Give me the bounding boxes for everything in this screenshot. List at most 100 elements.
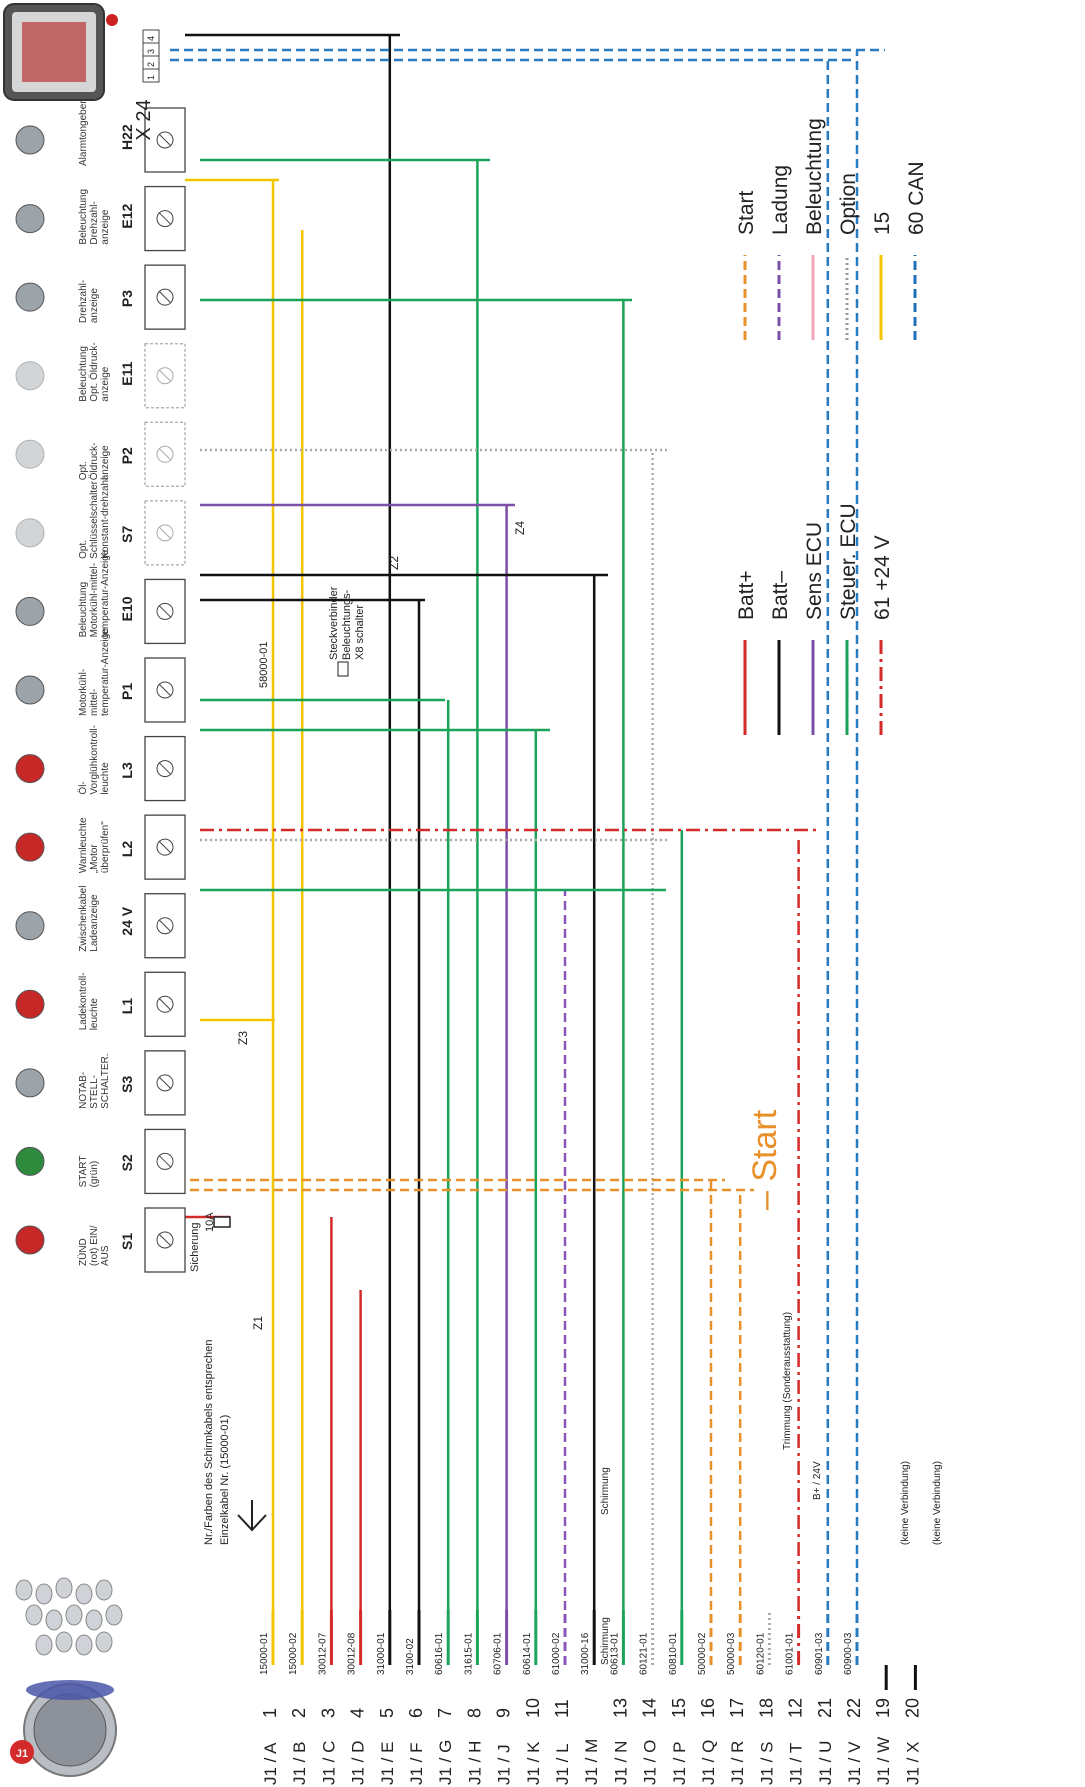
pin-label: J1 / K (524, 1741, 543, 1785)
pin-label: J1 / V (845, 1741, 864, 1785)
component-label: ZÜND (77, 1238, 89, 1266)
pin-label: J1 / N (611, 1741, 630, 1785)
component-label: Beleuchtung (78, 189, 89, 245)
component-label: anzeige (100, 445, 111, 480)
connector-j1-icon (10, 1680, 116, 1776)
component-label: anzeige (100, 209, 111, 244)
legend-label: Beleuchtung (803, 118, 826, 235)
pin-number: 17 (727, 1698, 747, 1718)
component-code: P2 (119, 447, 135, 464)
legend-label: Batt+ (735, 570, 758, 620)
component-label: Drehzahl- (78, 280, 89, 323)
component-label: Konstant-drehzahl (100, 478, 111, 559)
pin-number: 22 (844, 1698, 864, 1718)
lamp-red-icon (16, 833, 44, 861)
component-s3: S3NOTAB-STELL-SCHALTER. (16, 1051, 185, 1115)
pin-label: J1 / C (319, 1741, 338, 1785)
note-schirmung-b: Schirmung (600, 1617, 611, 1665)
component-code: P1 (119, 683, 135, 700)
component-label: START (78, 1156, 89, 1188)
lamp-red-icon (16, 990, 44, 1018)
buzzer-icon (16, 126, 44, 154)
pin-number: 15 (669, 1698, 689, 1718)
bulb-icon (16, 205, 44, 233)
component-label: (rot) EIN/ (89, 1225, 100, 1266)
stecker-label-1: Steckverbinder (328, 586, 340, 660)
header-note-1: Nr./Farben des Schirmkabels entsprechen (203, 1340, 215, 1545)
note-keine-2: (keine Verbindung) (932, 1461, 943, 1545)
component-label: Ladeanzeige (89, 894, 100, 952)
component-code: L3 (119, 762, 135, 779)
component-label: Motorkühl- (78, 669, 89, 716)
pin-number: 21 (815, 1698, 835, 1718)
pin-number: 20 (902, 1698, 922, 1718)
pin-number: 9 (494, 1708, 514, 1718)
component-24-v: 24 VZwischenkabelLadeanzeige (16, 886, 185, 958)
wire-code: 30012-08 (347, 1632, 358, 1675)
wire-code: 50000-03 (726, 1632, 737, 1675)
wire-code: 61000-02 (551, 1632, 562, 1675)
component-h22: H22Alarmtongeber (16, 100, 185, 172)
component-code: E10 (119, 596, 135, 621)
component-code: E12 (119, 203, 135, 228)
pin-number: 8 (464, 1708, 484, 1718)
wire-code: 31615-01 (463, 1632, 474, 1675)
note-trimmung: Trimmung (Sonderausstattung) (782, 1312, 793, 1450)
component-label: Drehzahl- (89, 201, 100, 244)
component-code: E11 (119, 361, 135, 385)
component-p3: P3Drehzahl-anzeige (16, 265, 185, 329)
pin-label: J1 / U (816, 1741, 835, 1785)
arrow-down-icon (238, 1500, 266, 1530)
component-code: S2 (119, 1154, 135, 1171)
component-label: Beleuchtung (78, 346, 89, 402)
junction-z1: Z1 (251, 1316, 265, 1330)
wire-code: 60121-01 (639, 1632, 650, 1675)
pin-label: J1 / F (407, 1742, 426, 1785)
pin-number: 4 (348, 1708, 368, 1718)
component-s1: S1ZÜND(rot) EIN/AUS (16, 1208, 185, 1272)
x24-pin-3: 3 (146, 49, 156, 54)
bulb-icon (16, 597, 44, 625)
legend-label: 15 (871, 212, 894, 235)
x24-pin-1: 1 (146, 75, 156, 80)
pin-number: 18 (756, 1698, 776, 1718)
note-schirmung-a: Schirmung (600, 1467, 611, 1515)
component-label: Opt. (78, 540, 89, 559)
pin-number: 7 (435, 1708, 455, 1718)
pin-number: 1 (260, 1708, 280, 1718)
pin-number: 16 (698, 1698, 718, 1718)
component-s2: S2START(grün) (16, 1129, 185, 1193)
pin-number: 11 (552, 1699, 572, 1718)
wire-code: 60613-01 (609, 1632, 620, 1675)
component-label: Opt. Öldruck- (88, 342, 100, 401)
wire-code: 60616-01 (434, 1632, 445, 1675)
gauge-icon (16, 676, 44, 704)
x24-pin-4: 4 (146, 36, 156, 41)
legend-label: Option (837, 173, 860, 235)
wire-code: 60900-03 (843, 1632, 854, 1675)
button-red-icon (16, 1226, 44, 1254)
wire-code: 60901-03 (814, 1632, 825, 1675)
component-label: SCHALTER. (100, 1053, 111, 1108)
component-s7: S7Opt.SchlüsselschalterKonstant-drehzahl (16, 478, 185, 565)
key-switch-icon (16, 1069, 44, 1097)
stecker-code: 58000-01 (258, 642, 270, 689)
pin-label: J1 / R (728, 1741, 747, 1785)
pin-label: J1 / T (787, 1743, 806, 1785)
pin-number: 10 (523, 1698, 543, 1718)
start-label: – Start (746, 1109, 784, 1210)
pin-number: 13 (610, 1698, 630, 1718)
component-label: Öl- (77, 781, 89, 794)
pin-label: J1 / P (670, 1742, 689, 1785)
wire-code: 15000-01 (259, 1632, 270, 1675)
component-label: Opt. (78, 461, 89, 480)
wire-code: 60810-01 (668, 1632, 679, 1675)
pin-number: 14 (640, 1698, 660, 1718)
component-p2: P2Opt.Öldruck-anzeige (16, 422, 185, 486)
junction-z3: Z3 (236, 1031, 250, 1045)
component-label: STELL- (89, 1075, 100, 1109)
pin-number: 3 (318, 1708, 338, 1718)
component-label: Zwischenkabel (78, 886, 89, 952)
component-label: Schlüsselschalter (89, 480, 100, 558)
